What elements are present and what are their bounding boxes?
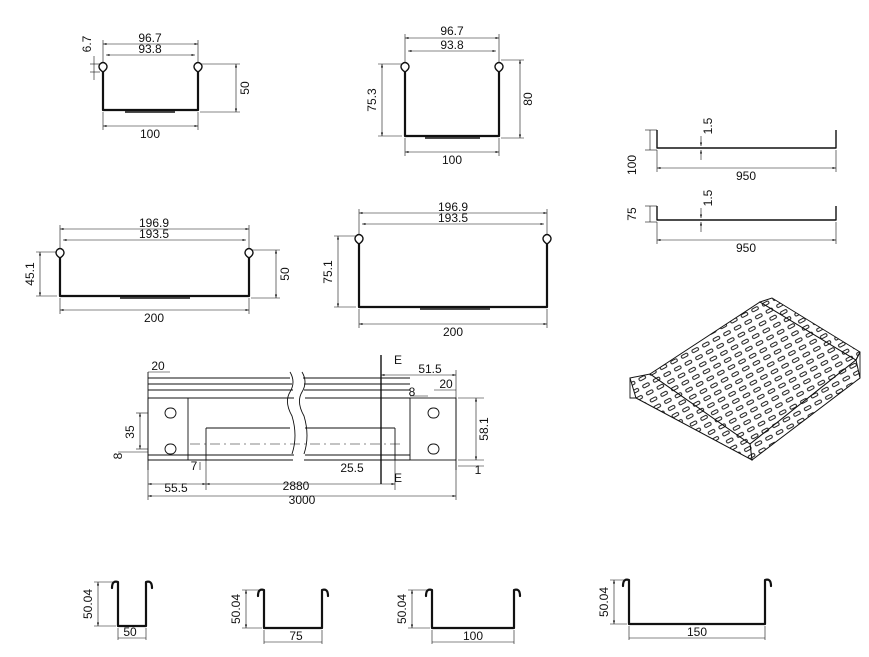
tray-100x80-section: 96.7 93.8 75.3 80 100 (365, 24, 535, 167)
tray-side-view: E E 20 35 8 7 25.5 55.5 2880 3000 51.5 (111, 353, 491, 507)
channel-height: 50.04 (81, 589, 95, 619)
channel-75: 50.04 75 (229, 588, 330, 644)
channel-width: 50 (123, 625, 137, 639)
tray-200x50-section: 196.9 193.5 45.1 50 200 (23, 216, 292, 325)
dim-93-8: 93.8 (440, 38, 464, 52)
dim-3000: 3000 (289, 493, 316, 507)
dim-96-7: 96.7 (440, 24, 464, 38)
tray-200x80-section: 196.9 193.5 75.1 200 (321, 200, 552, 339)
dim-200: 200 (144, 311, 164, 325)
dim-8-left: 8 (111, 452, 125, 459)
channel-100: 50.04 100 (395, 588, 522, 644)
cover-100-section: 100 1.5 950 (625, 117, 837, 183)
dim-1-5: 1.5 (701, 189, 715, 206)
dim-1-5: 1.5 (701, 117, 715, 134)
dim-35: 35 (123, 425, 137, 439)
dim-2880: 2880 (283, 479, 310, 493)
dim-25-5: 25.5 (340, 461, 364, 475)
dim-58-1: 58.1 (477, 417, 491, 441)
channel-width: 100 (463, 629, 483, 643)
dim-50: 50 (238, 81, 252, 95)
dim-196-9: 196.9 (139, 216, 169, 230)
dim-20-left: 20 (151, 359, 165, 373)
dim-80: 80 (521, 92, 535, 106)
channel-150: 50.04 150 (597, 578, 773, 640)
section-label-top: E (394, 353, 402, 367)
dim-1: 1 (475, 463, 482, 477)
channel-width: 150 (687, 625, 707, 639)
dim-45-1: 45.1 (23, 262, 37, 286)
channel-height: 50.04 (395, 594, 409, 624)
dim-193-5: 193.5 (139, 227, 169, 241)
tray-100x50-section: 96.7 93.8 6.7 50 100 (80, 31, 252, 141)
dim-200: 200 (443, 325, 463, 339)
dim-6-7: 6.7 (80, 35, 94, 52)
dim-75-3: 75.3 (365, 88, 379, 112)
channel-height: 50.04 (229, 594, 243, 624)
dim-20-right: 20 (439, 377, 453, 391)
dim-96-7: 96.7 (138, 31, 162, 45)
channel-50: 50.04 50 (81, 580, 154, 640)
dim-950: 950 (736, 169, 756, 183)
dim-100: 100 (442, 153, 462, 167)
dim-51-5: 51.5 (418, 362, 442, 376)
channel-height: 50.04 (597, 587, 611, 617)
dim-100: 100 (140, 127, 160, 141)
dim-196-9: 196.9 (438, 200, 468, 214)
dim-50: 50 (278, 267, 292, 281)
cover-75-section: 75 1.5 950 (625, 189, 837, 255)
dim-8-right: 8 (409, 385, 416, 399)
dim-100: 100 (625, 155, 639, 175)
perforated-tray-isometric (629, 297, 861, 461)
channel-width: 75 (289, 629, 303, 643)
dim-7: 7 (191, 459, 198, 473)
dim-193-5: 193.5 (438, 211, 468, 225)
dim-75-1: 75.1 (321, 260, 335, 284)
dim-75: 75 (625, 207, 639, 221)
dim-55-5: 55.5 (164, 481, 188, 495)
dim-93-8: 93.8 (138, 42, 162, 56)
section-label-bottom: E (394, 471, 402, 485)
dim-950: 950 (736, 241, 756, 255)
